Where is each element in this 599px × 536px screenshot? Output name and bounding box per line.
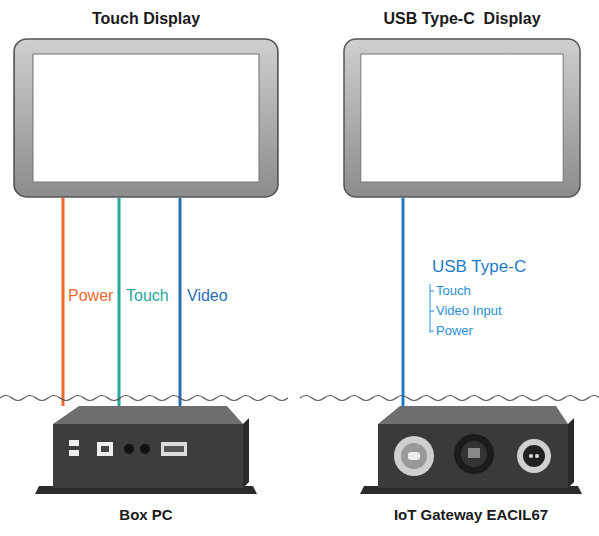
figure (13, 38, 279, 198)
signal-label: Power (66, 287, 115, 305)
figure (343, 38, 581, 198)
device-node: Box PC (30, 402, 262, 530)
box-pc-illustration (31, 402, 261, 502)
figure (356, 402, 586, 502)
figure (31, 402, 261, 502)
signal-item: Video Input (434, 303, 504, 318)
signal-label: Video (185, 287, 230, 305)
signal-item: Power (434, 323, 475, 338)
monitor-illustration (13, 38, 279, 198)
signal-label: Touch (124, 287, 171, 305)
display-title: USB Type-C Display (336, 10, 588, 28)
cable-line (179, 198, 182, 406)
break-wave (300, 396, 599, 401)
cable-line (62, 198, 65, 406)
signal-item: Touch (434, 283, 473, 298)
signal-label: USB Type-C (430, 257, 528, 277)
device-name: IoT Gateway EACIL67 (355, 506, 587, 523)
break-wave (0, 396, 288, 401)
display-title: Touch Display (8, 10, 284, 28)
gateway-illustration (356, 402, 586, 502)
display-node: USB Type-C Display (336, 4, 588, 198)
device-node: IoT Gateway EACIL67 (355, 402, 587, 530)
cable-line (118, 198, 121, 406)
cable-line (402, 198, 405, 406)
device-name: Box PC (30, 506, 262, 523)
monitor-illustration (343, 38, 581, 198)
display-node: Touch Display (8, 4, 284, 198)
